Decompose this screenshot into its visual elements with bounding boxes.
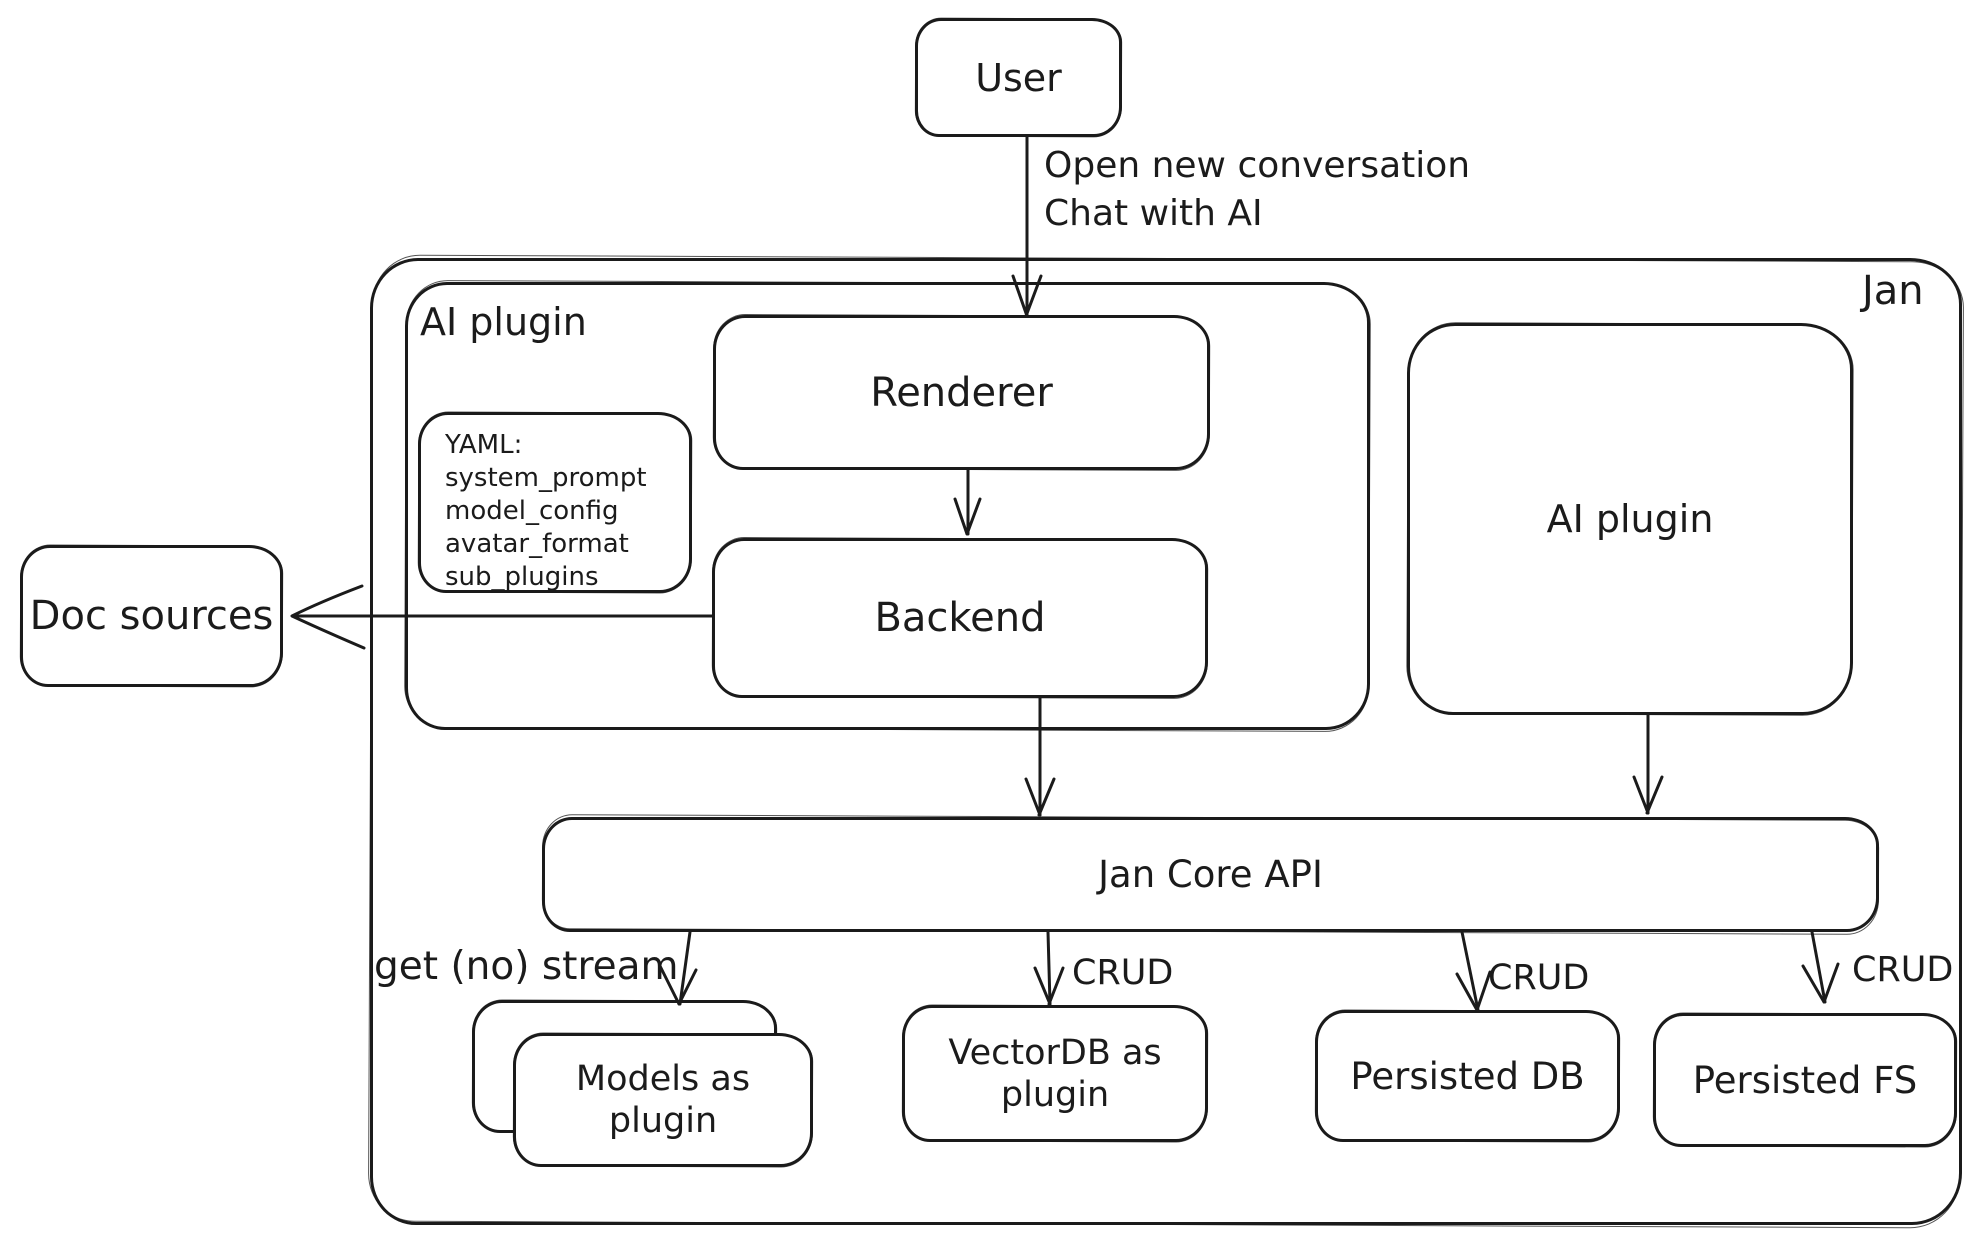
ai-plugin-node: AI plugin [1407,323,1853,715]
crud-persisted-db-edge-label: CRUD [1488,958,1590,998]
get-no-stream-edge-label: get (no) stream [374,944,679,989]
yaml-note-line: model_config [445,496,619,526]
yaml-note-line: sub_plugins [445,562,599,592]
yaml-note-line: YAML: [445,430,523,460]
doc-sources-node-label: Doc sources [29,593,274,639]
persisted-db-node: Persisted DB [1315,1010,1620,1142]
crud-persisted-fs-edge-label: CRUD [1852,950,1954,990]
backend-node: Backend [712,538,1208,698]
user-action-edge-label: Open new conversation Chat with AI [1044,142,1470,238]
user-action-edge-label-line1: Open new conversation [1044,145,1471,186]
crud-vectordb-edge-label: CRUD [1072,953,1174,993]
yaml-note: YAML: system_prompt model_config avatar_… [418,412,692,593]
models-plugin-node: Models as plugin [513,1033,813,1167]
user-node-label: User [975,55,1062,100]
backend-node-label: Backend [874,595,1046,641]
vectordb-plugin-node-label: VectorDB as plugin [948,1032,1162,1115]
jan-core-api-node-label: Jan Core API [1098,853,1323,896]
renderer-node-label: Renderer [870,369,1053,416]
jan-container [370,258,1962,1225]
doc-sources-node: Doc sources [20,545,283,687]
user-action-edge-label-line2: Chat with AI [1044,193,1263,234]
ai-plugin-node-label: AI plugin [1546,497,1714,541]
ai-plugin-container-label: AI plugin [420,300,587,344]
user-node: User [915,18,1122,137]
yaml-note-line: system_prompt [445,463,647,493]
jan-container-label: Jan [1862,268,1924,314]
ai-plugin-container [405,282,1370,730]
persisted-fs-node-label: Persisted FS [1692,1058,1918,1102]
renderer-node: Renderer [713,315,1210,470]
persisted-db-node-label: Persisted DB [1350,1054,1585,1098]
models-plugin-node-label: Models as plugin [575,1059,751,1141]
jan-core-api-node: Jan Core API [542,817,1879,932]
vectordb-plugin-node: VectorDB as plugin [902,1005,1208,1142]
yaml-note-line: avatar_format [445,529,629,559]
persisted-fs-node: Persisted FS [1653,1013,1957,1147]
